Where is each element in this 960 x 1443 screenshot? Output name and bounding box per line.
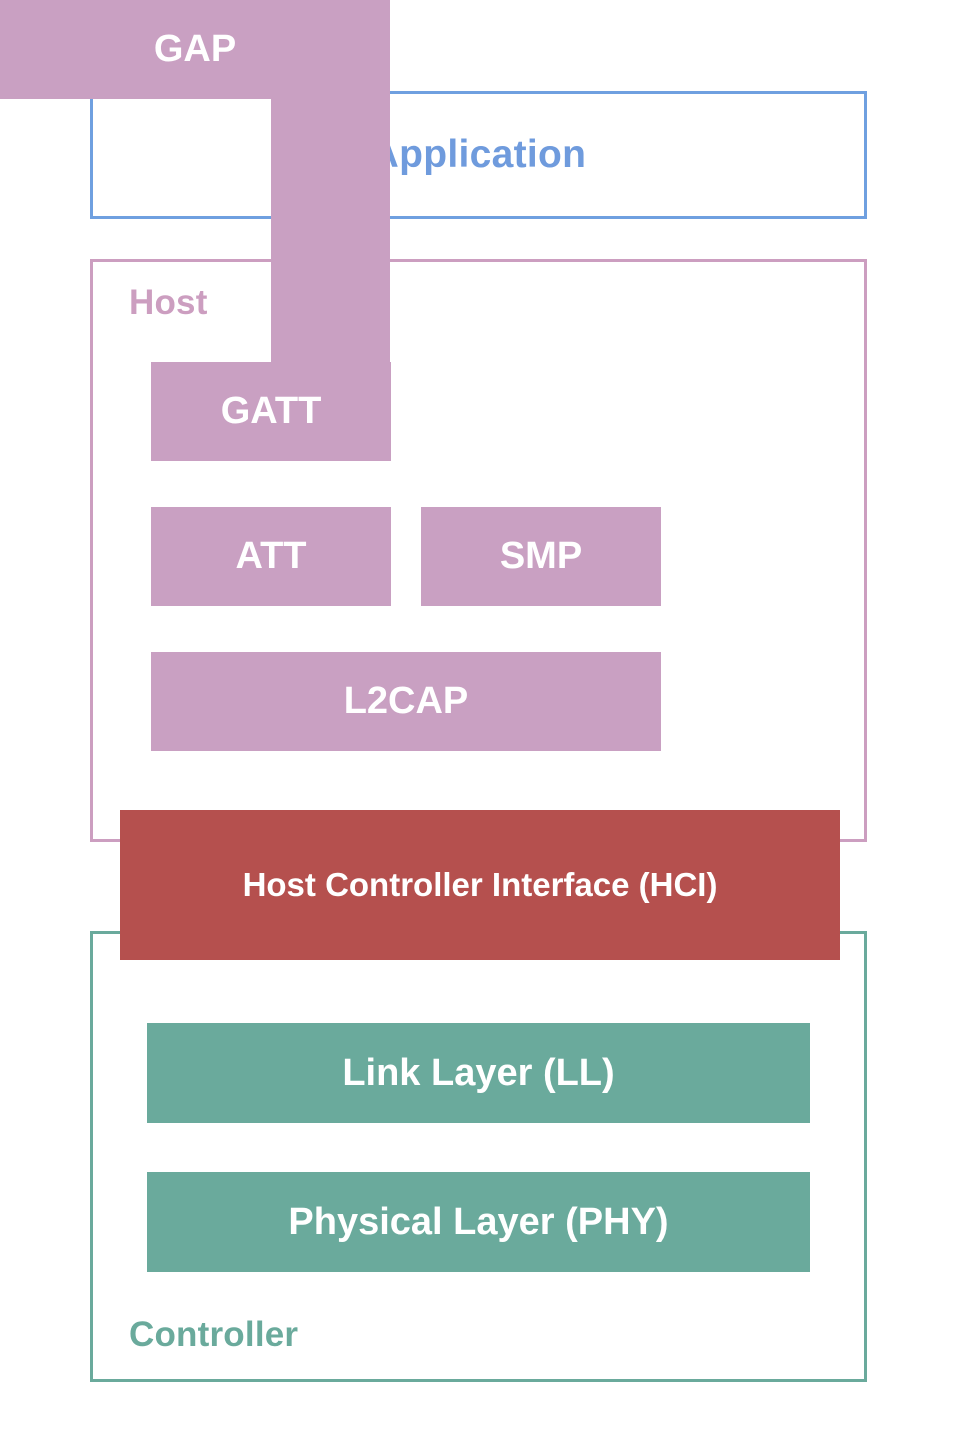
l2cap-block: L2CAP xyxy=(151,652,661,751)
gap-block-vertical-segment xyxy=(271,99,390,389)
link-layer-block: Link Layer (LL) xyxy=(147,1023,810,1123)
host-layer-label: Host xyxy=(129,283,208,322)
controller-layer-box xyxy=(90,931,867,1382)
application-layer-label: Application xyxy=(370,133,587,176)
application-layer-box xyxy=(90,91,867,219)
gap-block-label: GAP xyxy=(153,28,237,70)
physical-layer-block: Physical Layer (PHY) xyxy=(147,1172,810,1272)
smp-block: SMP xyxy=(421,507,661,606)
gap-block: GAP xyxy=(0,0,390,389)
att-block: ATT xyxy=(151,507,391,606)
host-controller-interface-block: Host Controller Interface (HCI) xyxy=(120,810,840,960)
gap-block-top-segment xyxy=(0,0,390,99)
controller-layer-label: Controller xyxy=(129,1315,299,1354)
